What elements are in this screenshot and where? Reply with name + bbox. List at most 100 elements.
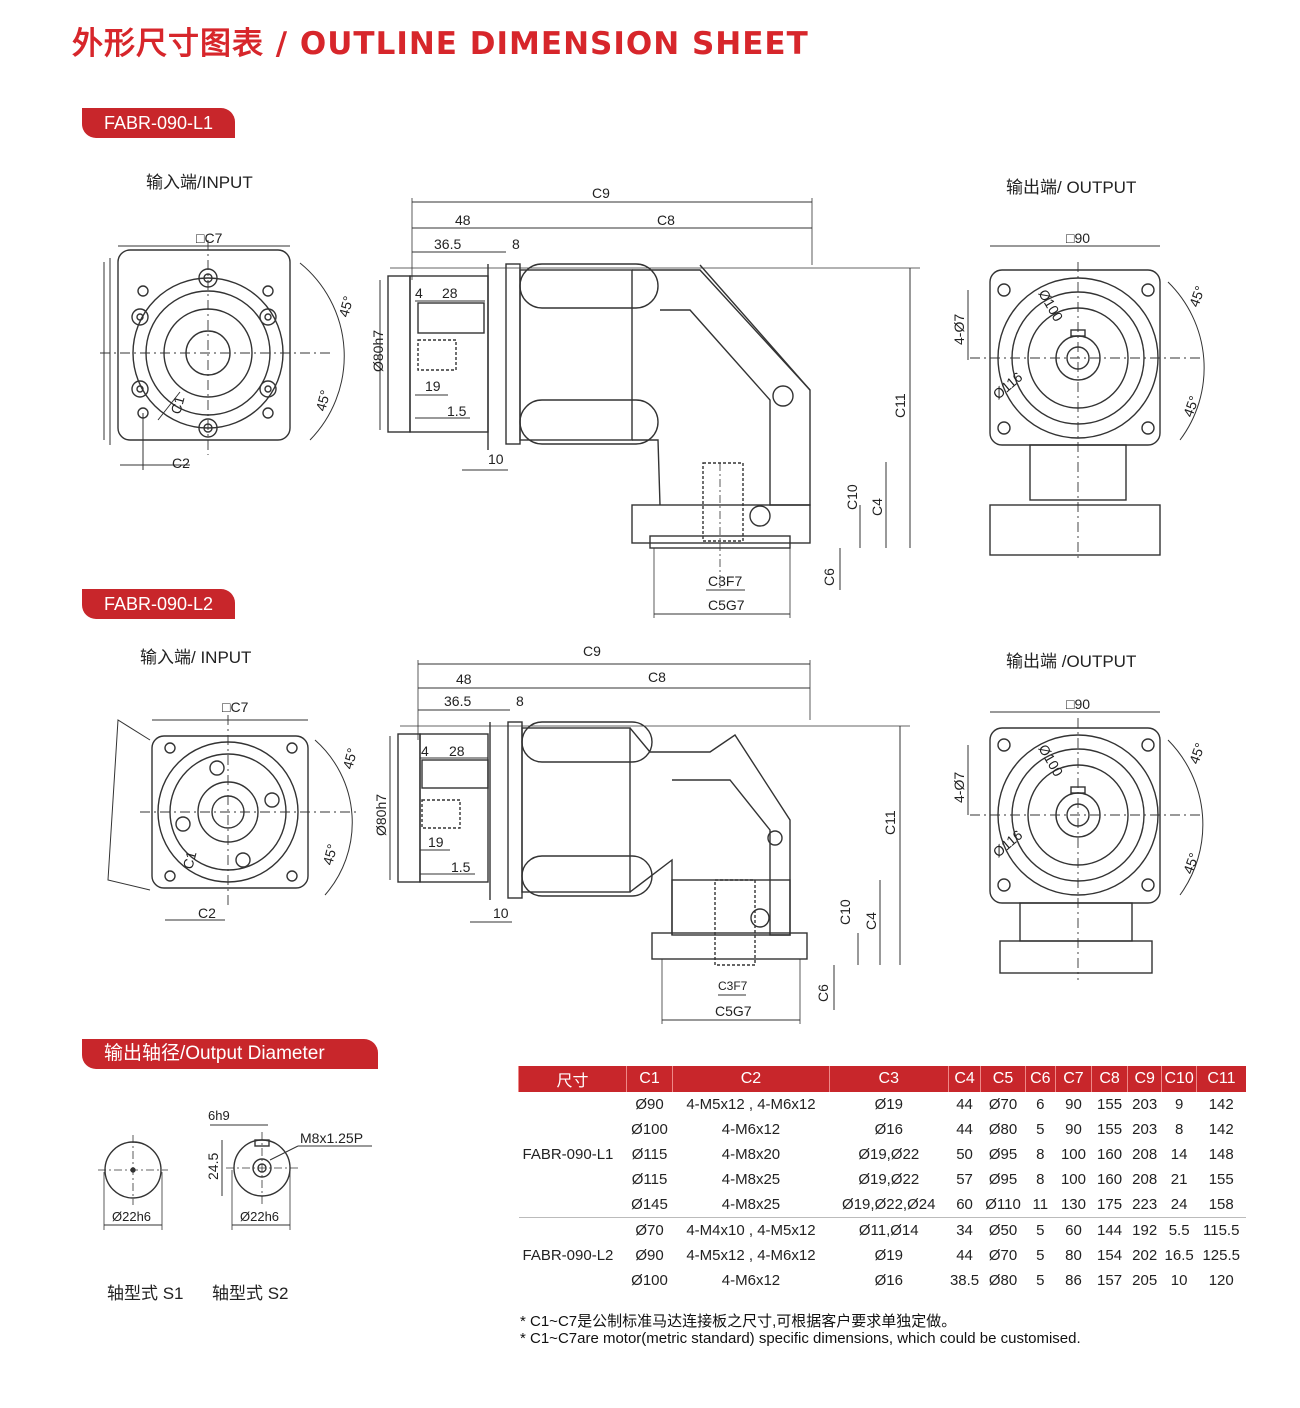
cell: 4-M8x25 [672,1192,830,1218]
l1-out-angle-a: 45° [1186,284,1208,309]
l1-c11-label: C11 [892,393,908,418]
l1-c10-label: C10 [844,484,860,510]
cell: Ø115 [631,1171,668,1188]
l2-c2-label: C2 [198,905,216,921]
l2-d80-label: Ø80h7 [373,794,389,836]
l1-c3-label: C3F7 [708,573,742,589]
header-c11: C11 [1195,1066,1246,1092]
table-header-row: 尺寸 C1 C2 C3 C4 C5 C6 C7 C8 C9 C10 C11 [518,1066,1246,1092]
l1-d4-label: 4 [415,285,423,301]
cell: 157 [1097,1272,1123,1289]
cell: 148 [1208,1146,1234,1163]
l1-d100-label: Ø100 [1035,287,1066,325]
l1-d48-label: 48 [455,212,471,228]
cell: 205 [1132,1272,1158,1289]
header-c9: C9 [1127,1066,1162,1092]
l2-d4-label: 4 [421,743,429,759]
cell: 155 [1097,1121,1123,1138]
cell: 125.5 [1202,1247,1240,1264]
note-english: * C1~C7are motor(metric standard) specif… [520,1330,1081,1347]
l1-holes-label: 4-Ø7 [951,314,967,345]
l2-c1-label: C1 [179,849,199,871]
output-label-l2: 输出端 /OUTPUT [1006,652,1137,671]
table-row: Ø100 4-M6x12 Ø16 44 Ø80 5 90 155 203 8 1… [519,1117,1247,1142]
l2-output-view [967,711,1204,980]
cell: 120 [1208,1272,1234,1289]
cell: Ø19 [874,1096,903,1113]
cell: 203 [1132,1121,1158,1138]
cell: 60 [1065,1222,1082,1239]
cell: 24 [1161,1192,1197,1218]
l1-c5-label: C5G7 [708,597,745,613]
cell: 16.5 [1164,1247,1194,1264]
l1-d365-label: 36.5 [434,236,461,252]
table-row: Ø115 4-M8x25 Ø19,Ø22 57 Ø95 8 100 160 20… [519,1167,1247,1192]
l2-input-flange [107,715,360,921]
l2-c5-label: C5G7 [715,1003,752,1019]
s2-dia-label: Ø22h6 [240,1209,279,1224]
input-label-l2: 输入端/ INPUT [140,648,252,667]
shaft-s2-label: 轴型式 S2 [212,1284,289,1303]
l2-c9-label: C9 [583,643,601,659]
header-c5: C5 [980,1066,1026,1092]
cell: Ø19,Ø22 [858,1171,920,1188]
header-c1: C1 [625,1066,673,1092]
cell: 5 [1036,1272,1045,1289]
cell: 142 [1208,1096,1234,1113]
cell: 142 [1208,1121,1234,1138]
cell: Ø95 [988,1146,1018,1163]
cell: 8 [1174,1121,1184,1138]
s1-dia-label: Ø22h6 [112,1209,151,1224]
l1-c6-label: C6 [821,568,837,586]
cell: 44 [956,1247,973,1264]
cell: 192 [1132,1222,1158,1239]
cell: Ø70 [635,1222,664,1239]
output-label-l1: 输出端/ OUTPUT [1006,178,1137,197]
cell: 38.5 [949,1272,980,1289]
cell: 4-M8x25 [721,1171,781,1188]
cell: 208 [1132,1171,1158,1188]
l1-out-angle-b: 45° [1180,394,1202,419]
cell: 100 [1060,1171,1086,1188]
cell: 5 [1036,1222,1045,1239]
cell: 130 [1055,1192,1092,1218]
l2-c8-label: C8 [648,669,666,685]
cell: Ø90 [635,1247,664,1264]
l2-d19-label: 19 [428,834,444,850]
cell: Ø16 [874,1272,903,1289]
l1-d8-label: 8 [512,236,520,252]
table-row: FABR-090-L1 Ø90 4-M5x12 , 4-M6x12 Ø19 44… [518,1092,1247,1218]
cell: Ø50 [988,1222,1018,1239]
table-row: Ø145 4-M8x25 Ø19,Ø22,Ø24 60 Ø110 11 130 … [519,1192,1246,1218]
cell: 203 [1132,1096,1158,1113]
cell: 154 [1097,1247,1123,1264]
model-badge-l2: FABR-090-L2 [82,589,236,619]
header-c3: C3 [828,1066,949,1092]
cell: Ø115 [631,1146,668,1163]
cell: Ø11,Ø14 [858,1222,919,1239]
cell: 86 [1065,1272,1082,1289]
header-size: 尺寸 [518,1066,627,1092]
table-row: Ø90 4-M5x12 , 4-M6x12 Ø19 44 Ø70 5 80 15… [519,1243,1247,1268]
cell: 5.5 [1168,1222,1190,1239]
key-width-label: 6h9 [208,1108,230,1123]
cell: 90 [1065,1096,1082,1113]
model-cell-l1: FABR-090-L1 [518,1092,627,1218]
cell: 21 [1170,1171,1188,1188]
cell: 6 [1036,1096,1045,1113]
l1-c8-label: C8 [657,212,675,228]
cell: 160 [1097,1146,1123,1163]
cell: Ø80 [988,1272,1018,1289]
cell: 50 [956,1146,973,1163]
l1-input-flange [100,240,345,470]
cell: 80 [1065,1247,1082,1264]
l1-d80-label: Ø80h7 [370,330,386,372]
cell: 8 [1036,1146,1045,1163]
cell: 34 [956,1222,973,1239]
cell: 44 [956,1121,973,1138]
l2-holes-label: 4-Ø7 [951,772,967,803]
l2-d15-label: 1.5 [451,859,471,875]
cell: 4-M5x12 , 4-M6x12 [686,1247,816,1264]
cell: Ø100 [631,1121,668,1138]
